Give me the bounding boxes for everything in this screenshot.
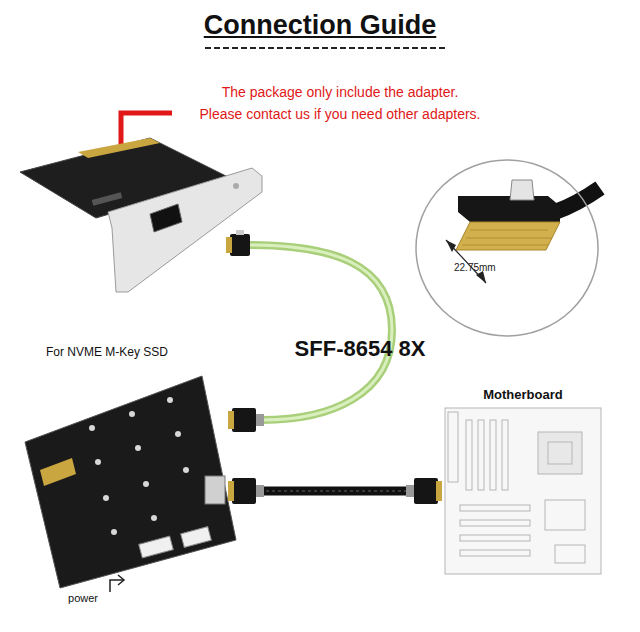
node-text: For NVME M-Key SSD <box>46 345 168 359</box>
ssd-adapter-node: For NVME M-Key SSD <box>20 345 236 590</box>
node-text: Motherboard <box>440 387 606 402</box>
circle-outline <box>416 160 598 336</box>
node-text: 22.75mm <box>454 262 496 273</box>
ssd-adapter-board <box>25 376 236 592</box>
edge-group <box>236 491 440 492</box>
cable-sheen <box>236 490 440 492</box>
connector-zoom <box>446 180 600 283</box>
power-label: power <box>58 592 108 604</box>
note-text: The package only include the adapter. <box>140 84 540 100</box>
black-cable <box>236 487 440 496</box>
green-cable <box>226 230 392 432</box>
note-text: Please contact us if you need other adap… <box>140 106 540 122</box>
circle-outline <box>414 158 600 338</box>
title-rule <box>205 47 445 49</box>
motherboard-node: Motherboard <box>440 385 606 580</box>
pcie-card <box>20 138 262 292</box>
cable-type-label: SFF-8654 8X <box>240 336 480 362</box>
zoom-circle: 22.75mm <box>414 158 600 338</box>
diagram-title: Connection Guide <box>0 10 640 41</box>
cable-plugs <box>228 478 442 504</box>
motherboard-drawing <box>445 408 601 574</box>
